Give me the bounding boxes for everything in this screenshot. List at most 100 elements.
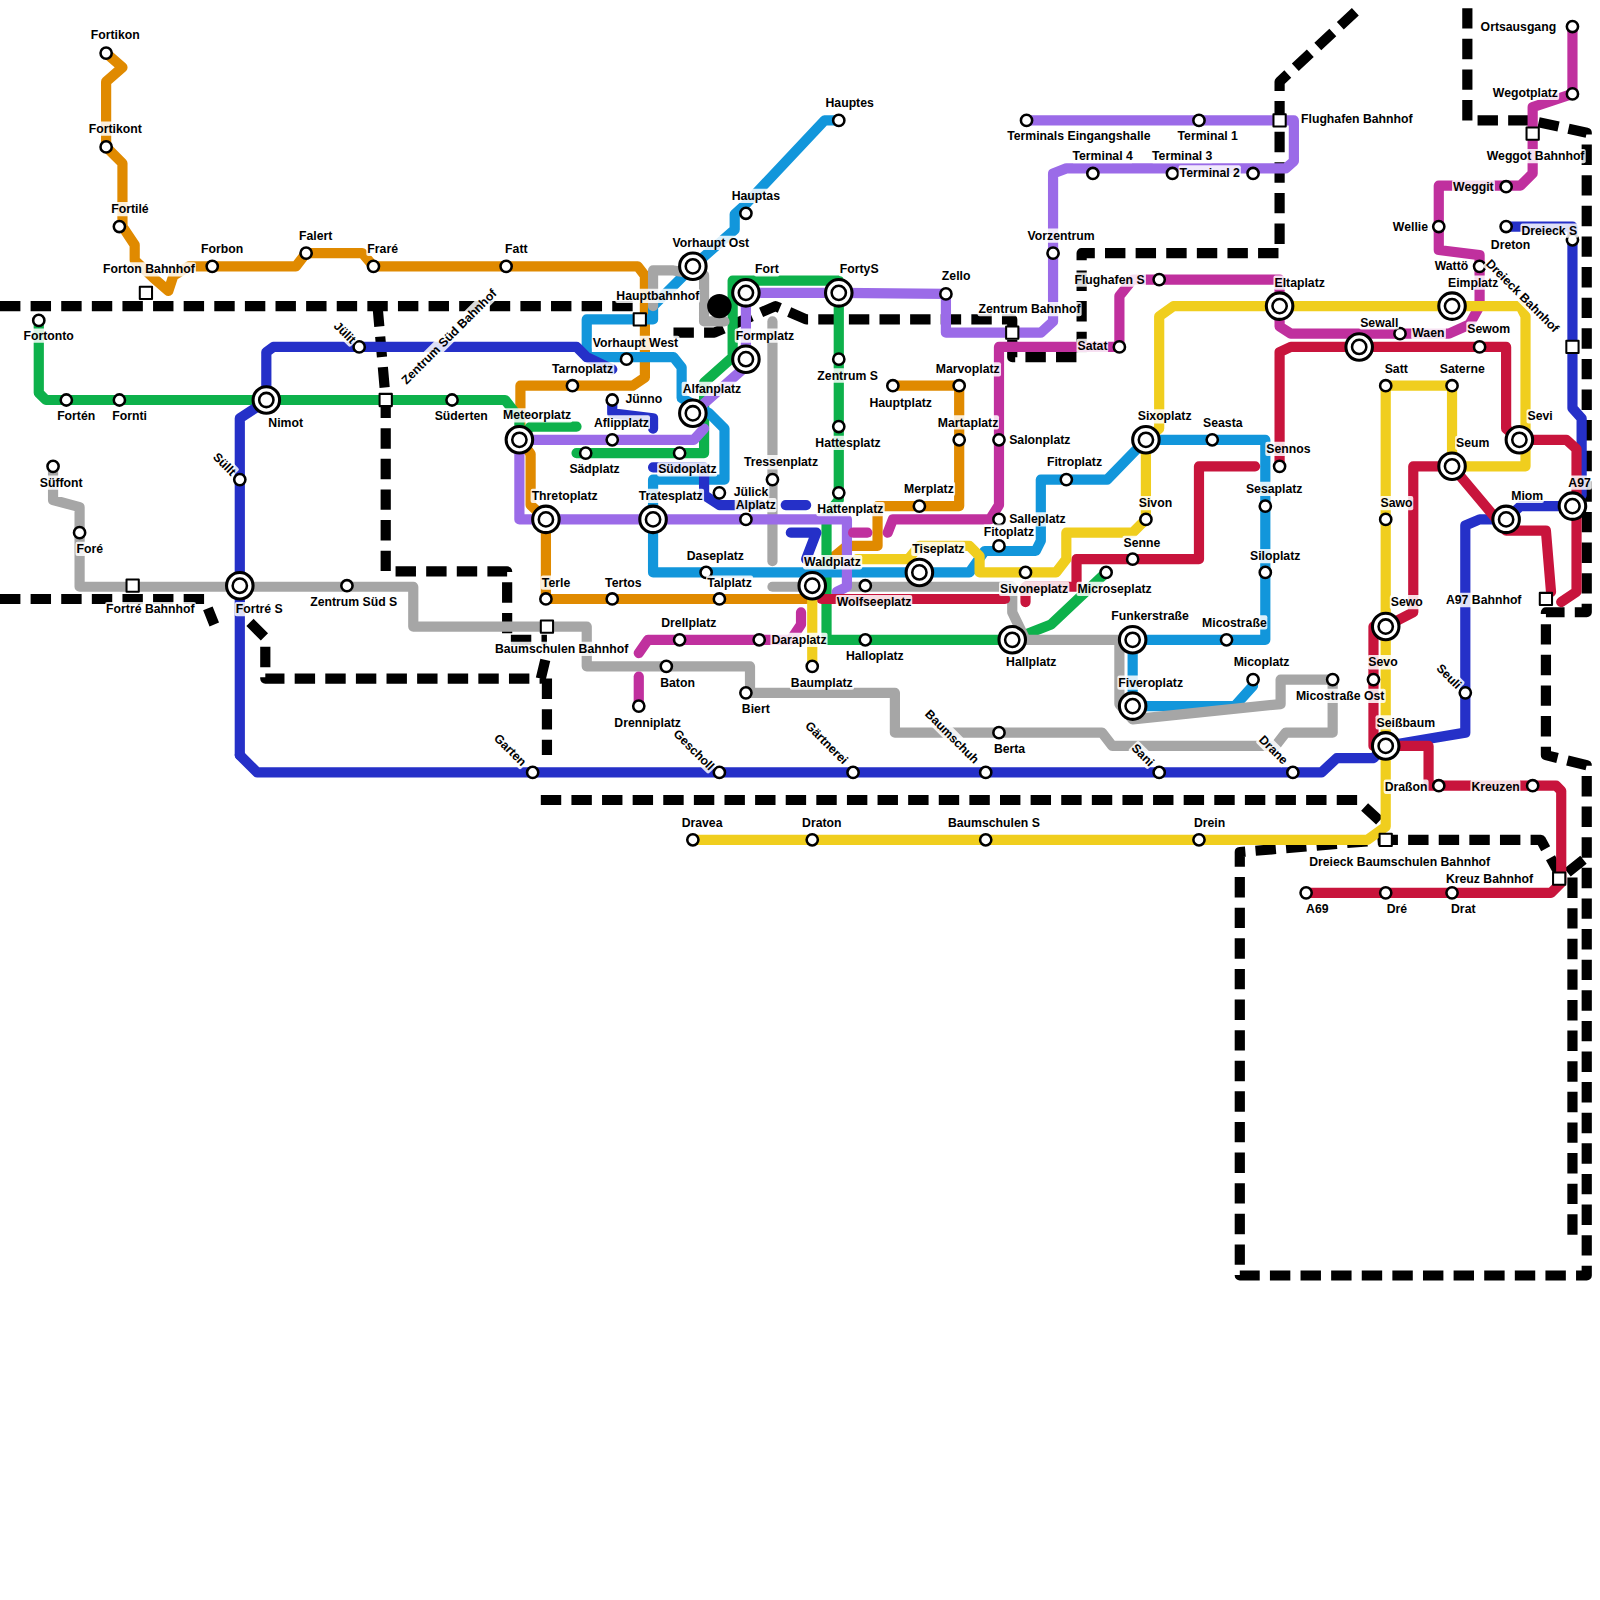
station-label: Weggit: [1452, 180, 1495, 194]
station-dot: [1380, 887, 1391, 898]
interchange-ring: [1005, 633, 1019, 647]
station-label: Süderten: [434, 409, 489, 423]
station-label: Dravea: [681, 815, 724, 829]
interchange-ring: [1272, 299, 1286, 313]
station-label: Zentrum Süd Bahnhof: [398, 286, 500, 388]
station-label: Sevi: [1527, 409, 1554, 423]
station-dot: [114, 221, 125, 232]
station-label: Baumschulen S: [947, 815, 1041, 829]
station-label: Zentrum Bahnhof: [978, 302, 1082, 316]
station-label: Eltaplatz: [1273, 276, 1325, 290]
interchange-ring: [1133, 427, 1160, 454]
station-label: Flughafen S: [1073, 272, 1145, 286]
interchange-ring: [1119, 627, 1146, 654]
station-label: Hauptbahnhof: [615, 289, 700, 303]
station-dot: [607, 593, 618, 604]
station-dot: [807, 834, 818, 845]
station-label: Sewall: [1359, 315, 1399, 329]
interchange-ring: [1506, 427, 1533, 454]
interchange-ring: [999, 627, 1026, 654]
station-label: Terminals Eingangshalle: [1006, 129, 1151, 143]
interchange-ring: [733, 280, 760, 307]
rail-dashed: [0, 301, 633, 311]
station-label: Sawo: [1380, 496, 1414, 510]
station-label: Drellplatz: [660, 615, 717, 629]
interchange-ring: [1499, 512, 1513, 526]
station-dot: [1567, 88, 1578, 99]
station-dot: [954, 380, 965, 391]
interchange-ring: [640, 506, 667, 533]
station-dot: [301, 247, 312, 258]
station-label: Martaplatz: [937, 415, 1000, 429]
station-label: Dré: [1386, 902, 1408, 916]
station-dot: [993, 727, 1004, 738]
station-label: Fortikont: [88, 121, 143, 135]
station-dot: [1247, 674, 1258, 685]
station-label: Seißbaum: [1376, 715, 1437, 729]
station-dot: [833, 354, 844, 365]
interchange-ring: [1139, 433, 1153, 447]
station-label: Kreuzen: [1470, 780, 1520, 794]
station-label: Weggot Bahnhof: [1486, 149, 1586, 163]
interchange-ring: [1346, 334, 1373, 361]
interchange-ring: [805, 579, 819, 593]
station-dot: [446, 394, 457, 405]
station-square: [1553, 872, 1565, 884]
station-dot: [114, 394, 125, 405]
station-label: FortyS: [839, 262, 880, 276]
station-dot: [833, 487, 844, 498]
station-label: Dreieck Baumschulen Bahnhof: [1308, 855, 1491, 869]
interchange-ring: [1493, 506, 1520, 533]
interchange-ring: [680, 400, 707, 427]
station-label: Sewo: [1390, 595, 1424, 609]
interchange-ring: [680, 253, 707, 280]
station-label: Draßon: [1384, 780, 1429, 794]
interchange-ring: [1379, 739, 1393, 753]
rail-dashed: [1240, 8, 1587, 1275]
station-label: Forton Bahnhof: [102, 262, 196, 276]
station-label: Meteorplatz: [502, 408, 572, 422]
station-label: Formplatz: [735, 329, 796, 343]
station-label: Sivoneplatz: [999, 582, 1069, 596]
station-label: Talplatz: [706, 576, 753, 590]
station-dot: [354, 341, 365, 352]
interchange-ring: [1379, 619, 1393, 633]
station-square: [380, 394, 392, 406]
interchange-ring: [733, 346, 760, 373]
magenta-line: [888, 27, 1573, 533]
station-dot: [47, 461, 58, 472]
station-label: Sewom: [1466, 321, 1511, 335]
station-label: Zentrum Süd S: [309, 595, 398, 609]
station-label: Süllt: [209, 449, 239, 479]
station-label: Garten: [490, 730, 529, 769]
station-label: Draton: [801, 815, 843, 829]
station-dot: [607, 434, 618, 445]
station-label: Waldplatz: [803, 555, 862, 569]
station-dot: [234, 474, 245, 485]
station-label: Berta: [993, 742, 1026, 756]
red-line: [1452, 466, 1551, 592]
interchange-ring: [539, 512, 553, 526]
station-dot: [1087, 168, 1098, 179]
station-label: Eimplatz: [1447, 276, 1499, 290]
interchange-ring: [1512, 433, 1526, 447]
darkblue-line: [240, 347, 612, 755]
interchange-ring: [799, 572, 826, 599]
station-square: [1527, 128, 1539, 140]
station-label: Drein: [1193, 815, 1226, 829]
station-label: Sivon: [1138, 496, 1173, 510]
station-square: [1273, 114, 1285, 126]
station-label: A97 Bahnhof: [1445, 593, 1523, 607]
station-dot: [1114, 341, 1125, 352]
interchange-ring: [1445, 299, 1459, 313]
station-dot: [1446, 380, 1457, 391]
station-dot: [993, 540, 1004, 551]
station-dot: [1380, 380, 1391, 391]
station-label: Gärtnerei: [802, 718, 852, 768]
station-label: Satt: [1384, 362, 1409, 376]
interchange-ring: [1372, 613, 1399, 640]
station-dot: [368, 261, 379, 272]
station-dot: [1327, 674, 1338, 685]
station-dot: [1154, 767, 1165, 778]
